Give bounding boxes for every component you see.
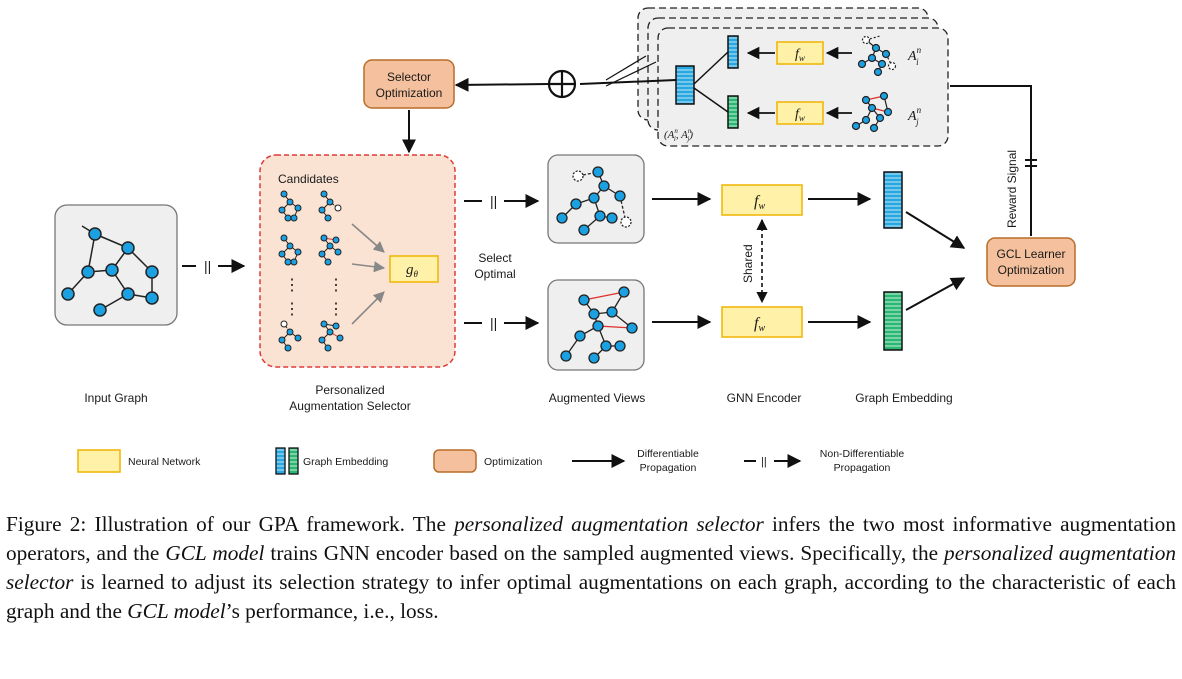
dots-right: ⋮: [328, 277, 344, 294]
panel-fw-bottom-label: fw: [795, 107, 805, 123]
legend-diff-line1: Differentiable: [637, 448, 699, 460]
legend-opt-label: Optimization: [484, 456, 543, 468]
augmentation-selector-box: [259, 154, 456, 368]
figure-caption: Figure 2: Illustration of our GPA framew…: [6, 510, 1176, 626]
stage-selector-line1: Personalized: [315, 383, 384, 397]
augmented-view-2: [560, 286, 638, 364]
legend-emb-blue: [275, 447, 286, 475]
selector-opt-line1: Selector: [387, 70, 431, 84]
gcl-opt-line1: GCL Learner: [997, 247, 1066, 261]
legend-emb-green: [288, 447, 299, 475]
panel-graph-aj: [851, 91, 893, 133]
caption-text-5: ’s performance, i.e., loss.: [225, 599, 439, 623]
select-optimal-line2: Optimal: [474, 267, 515, 281]
caption-emph-2: GCL model: [165, 541, 265, 565]
encoder-bottom-label: fw: [754, 315, 765, 334]
dots-right-2: ⋮: [328, 301, 344, 318]
legend-nondiff-line1: Non-Differentiable: [820, 448, 905, 460]
reward-signal-label: Reward Signal: [1005, 150, 1019, 228]
legend-diff-line2: Propagation: [640, 462, 697, 474]
graph-embedding-green: [883, 291, 903, 351]
legend-nn-label: Neural Network: [128, 456, 201, 468]
legend-nn-swatch: [77, 449, 121, 473]
candidate-graphs: [278, 190, 344, 352]
stage-encoder: GNN Encoder: [727, 391, 802, 405]
stage-views: Augmented Views: [549, 391, 646, 405]
panel-embedding-green: [727, 95, 739, 129]
oplus-icon: [547, 69, 577, 99]
selector-opt-line2: Optimization: [376, 86, 443, 100]
legend-nondiff-line2: Propagation: [834, 462, 891, 474]
caption-text-4: is learned to adjust its selection strat…: [6, 570, 1176, 623]
gcl-learner-optimization-box: [986, 237, 1076, 287]
panel-fw-top-label: fw: [795, 47, 805, 63]
dots-left: ⋮: [284, 277, 300, 294]
input-graph: [61, 225, 159, 317]
panel-embedding-blue: [727, 35, 739, 69]
graph-embedding-blue: [883, 171, 903, 229]
caption-text-2: infers the two most informative augmenta…: [6, 512, 1176, 565]
stage-input-graph: Input Graph: [84, 391, 147, 405]
panel-fw-top: [776, 41, 824, 65]
dots-left-2: ⋮: [284, 301, 300, 318]
g-theta-label: gθ: [406, 262, 419, 279]
stage-selector-line2: Augmentation Selector: [289, 399, 410, 413]
g-theta-box: [389, 255, 439, 283]
selector-optimization-box: [363, 59, 455, 109]
legend: Neural Network Graph Embedding Optimizat…: [77, 447, 905, 475]
panel-graph-ai: [857, 35, 897, 77]
legend-nondiff-mark: ||: [761, 456, 767, 468]
caption-emph-1: personalized augmentation selector: [454, 512, 764, 536]
nondiff-mark-2: ||: [490, 193, 497, 209]
legend-opt-swatch: [433, 449, 477, 473]
legend-emb-label: Graph Embedding: [303, 456, 388, 468]
caption-emph-3: personalized augmentation selector: [6, 541, 1177, 594]
stage-embedding: Graph Embedding: [855, 391, 952, 405]
panel-fw-bottom: [776, 101, 824, 125]
encoder-top-label: fw: [754, 193, 765, 212]
gcl-opt-line2: Optimization: [998, 263, 1065, 277]
augmented-view-1: [556, 166, 632, 236]
gnn-encoder-top: [721, 184, 803, 216]
caption-text-3: trains GNN encoder based on the sampled …: [264, 541, 945, 565]
candidates-label: Candidates: [278, 172, 339, 186]
nondiff-mark-1: ||: [204, 258, 211, 274]
gnn-encoder-bottom: [721, 306, 803, 338]
select-optimal-line1: Select: [478, 251, 512, 265]
shared-label: Shared: [741, 244, 755, 283]
nondiff-mark-3: ||: [490, 315, 497, 331]
merged-embedding: [675, 65, 695, 105]
caption-text-1: Figure 2: Illustration of our GPA framew…: [6, 512, 455, 536]
caption-emph-4: GCL model: [127, 599, 226, 623]
